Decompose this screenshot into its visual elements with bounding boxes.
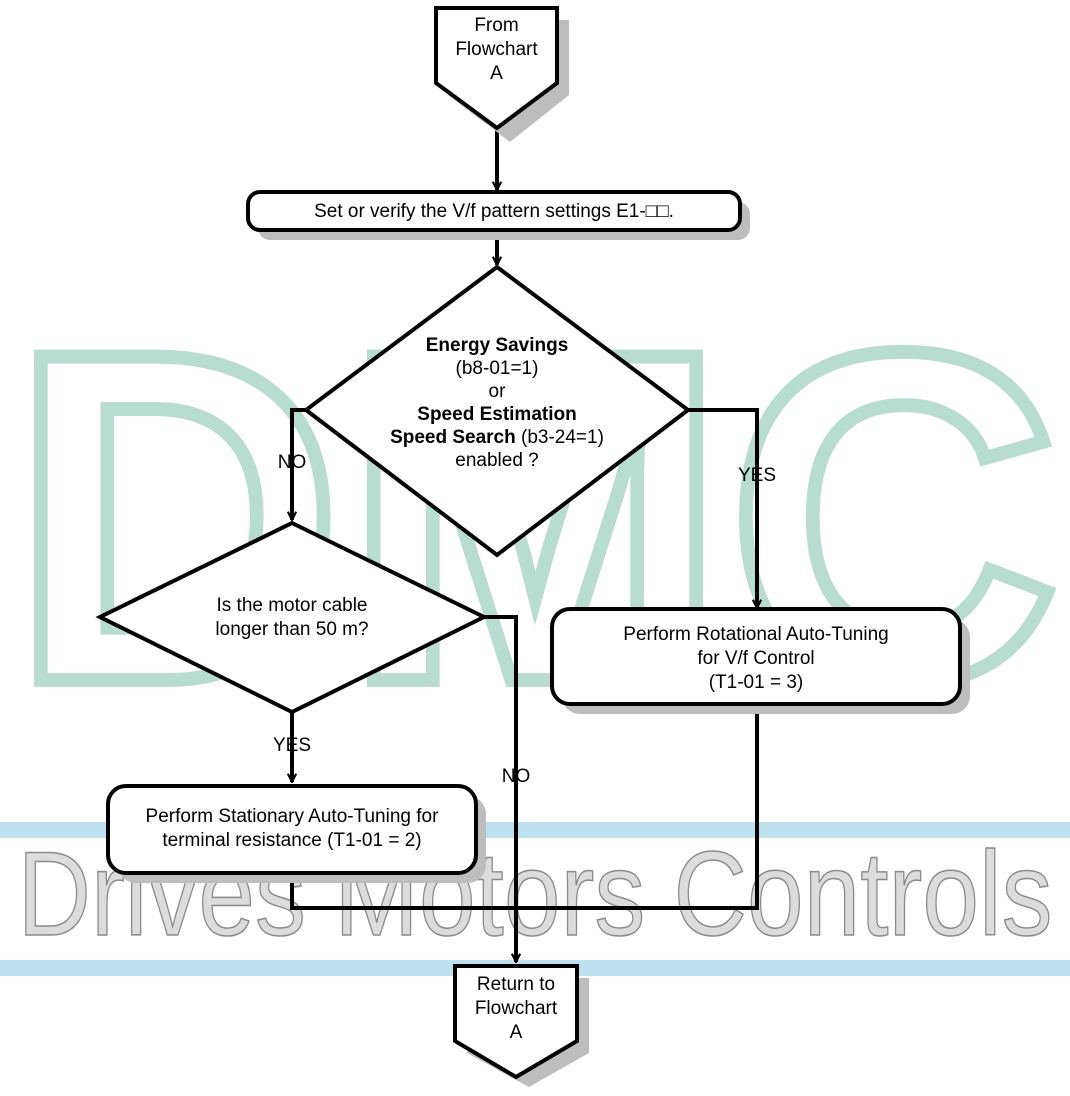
step-rotational-box: [550, 607, 970, 714]
line-decision-no: [292, 408, 306, 520]
end-line-2: Flowchart: [474, 998, 558, 1019]
line-rotational-out: [516, 705, 759, 910]
stationary-line-1: Perform Stationary Auto-Tuning for: [145, 806, 439, 827]
step-vf-text: Set or verify the V/f pattern settings E…: [314, 201, 674, 222]
label-no-cable: NO: [501, 766, 531, 787]
label-no-energy: NO: [277, 452, 307, 473]
decision-energy-text: Energy Savings (b8-01=1) or Speed Estima…: [336, 334, 658, 472]
start-line-3: A: [490, 63, 503, 84]
step-stationary-box: [106, 784, 486, 883]
rotational-line-3: (T1-01 = 3): [708, 672, 804, 693]
end-line-1: Return to: [476, 974, 556, 995]
cable-line-2: longer than 50 m?: [215, 619, 369, 640]
label-yes-cable: YES: [272, 735, 312, 756]
decision-energy-diamond: [302, 264, 692, 558]
line-decision-yes: [688, 408, 757, 608]
decision-cable-diamond: [95, 520, 489, 715]
speed-search-param: (b3-24=1): [515, 427, 604, 448]
speed-search-line: Speed Search (b3-24=1): [336, 426, 658, 449]
line-stationary-out: [290, 880, 516, 910]
start-line-1: From: [474, 15, 519, 36]
step-vf-box: [246, 190, 750, 240]
watermark-tagline: Drives Motors Controls: [18, 827, 1053, 961]
line-cable-no: [484, 615, 518, 908]
start-label: From Flowchart A: [436, 14, 557, 86]
label-yes-energy: YES: [737, 465, 777, 486]
speed-search-label: Speed Search: [390, 427, 516, 448]
energy-param: (b8-01=1): [455, 358, 539, 379]
step-stationary-text: Perform Stationary Auto-Tuning for termi…: [108, 805, 476, 853]
rotational-line-1: Perform Rotational Auto-Tuning: [623, 624, 889, 645]
decision-cable-text: Is the motor cable longer than 50 m?: [172, 594, 412, 642]
stationary-line-2: terminal resistance (T1-01 = 2): [162, 830, 422, 851]
start-terminator: [434, 6, 569, 142]
start-line-2: Flowchart: [455, 39, 538, 60]
energy-enabled: enabled ?: [455, 450, 539, 471]
end-terminator: [453, 964, 589, 1087]
energy-or: or: [488, 381, 506, 402]
step-rotational-text: Perform Rotational Auto-Tuning for V/f C…: [552, 623, 960, 695]
end-label: Return to Flowchart A: [455, 973, 577, 1045]
energy-savings-label: Energy Savings: [425, 335, 569, 356]
speed-estimation-label: Speed Estimation: [417, 404, 577, 425]
rotational-line-2: for V/f Control: [697, 648, 815, 669]
end-line-3: A: [509, 1022, 523, 1043]
cable-line-1: Is the motor cable: [216, 595, 368, 616]
connectors: [292, 128, 757, 962]
